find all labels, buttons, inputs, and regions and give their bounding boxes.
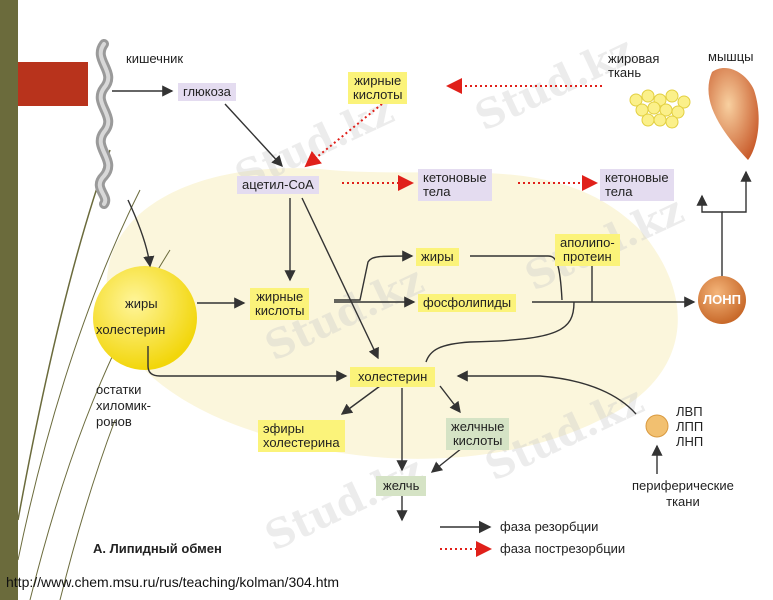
fat-droplet-ball bbox=[93, 266, 197, 370]
cholesterol-esters-line1: эфиры bbox=[263, 421, 305, 436]
ball-cholesterol-label: холестерин bbox=[96, 322, 166, 337]
vldl-ball bbox=[698, 276, 746, 324]
source-url[interactable]: http://www.chem.msu.ru/rus/teaching/kolm… bbox=[6, 574, 340, 590]
chylomicron-line2: хиломик- bbox=[96, 398, 151, 413]
fatty-acids-top-line1: жирные bbox=[354, 73, 402, 88]
slide-accent-tab bbox=[18, 62, 88, 106]
adipose-line2: ткань bbox=[608, 65, 642, 80]
adipose-tissue-icon bbox=[629, 89, 691, 129]
ketone-1-line1: кетоновые bbox=[423, 170, 487, 185]
legend-postresorption-label: фаза пострезорбции bbox=[500, 541, 626, 556]
chylomicron-line3: ронов bbox=[96, 414, 132, 429]
lipoprotein-hdl: ЛВП bbox=[676, 404, 703, 419]
bile-acids-line1: желчные bbox=[451, 419, 505, 434]
fatty-acids-mid-node: жирные кислоты bbox=[250, 288, 310, 320]
fats-node: жиры bbox=[416, 248, 459, 266]
adipose-tissue-label: жировая ткань bbox=[608, 52, 659, 80]
cholesterol-esters-line2: холестерина bbox=[263, 435, 340, 450]
diagram-title: А. Липидный обмен bbox=[93, 541, 222, 556]
muscle-icon bbox=[708, 68, 759, 160]
fatty-acids-mid-line2: кислоты bbox=[255, 303, 305, 318]
slide-side-bar bbox=[0, 0, 18, 600]
vldl-label: ЛОНП bbox=[703, 292, 741, 307]
ketone-bodies-node-2: кетоновые тела bbox=[600, 169, 674, 201]
bile-acids-line2: кислоты bbox=[452, 433, 503, 448]
apolipoprotein-line2: протеин bbox=[562, 249, 612, 264]
glucose-node: глюкоза bbox=[178, 83, 236, 101]
ketone-2-line1: кетоновые bbox=[605, 170, 669, 185]
lipoprotein-ldl: ЛНП bbox=[676, 434, 704, 449]
ketone-bodies-node-1: кетоновые тела bbox=[418, 169, 492, 201]
apolipoprotein-line1: аполипо- bbox=[560, 235, 615, 250]
phospholipids-node: фосфолипиды bbox=[418, 294, 517, 312]
cholesterol-esters-node: эфиры холестерина bbox=[258, 420, 345, 452]
lipoproteins-label: ЛВП ЛПП ЛНП bbox=[676, 404, 703, 449]
bile-node: желчь bbox=[376, 476, 427, 496]
peripheral-line1: периферические bbox=[632, 478, 734, 493]
peripheral-tissues-label: периферические ткани bbox=[632, 478, 734, 510]
fatty-acids-top-node: жирные кислоты bbox=[348, 72, 408, 104]
muscle-label: мышцы bbox=[708, 49, 754, 64]
chylomicron-remnants-label: остатки хиломик- ронов bbox=[96, 382, 151, 430]
ketone-2-line2: тела bbox=[605, 184, 633, 199]
fatty-acids-mid-line1: жирные bbox=[256, 289, 304, 304]
ball-fats-label: жиры bbox=[125, 296, 158, 311]
fatty-acids-top-line2: кислоты bbox=[353, 87, 403, 102]
intestine-icon bbox=[94, 39, 114, 209]
bile-acids-node: желчные кислоты bbox=[446, 418, 510, 450]
lipoprotein-ball bbox=[645, 414, 669, 438]
ketone-1-line2: тела bbox=[423, 184, 451, 199]
lipoprotein-idl: ЛПП bbox=[676, 419, 704, 434]
cholesterol-node: холестерин bbox=[350, 367, 436, 387]
chylomicron-line1: остатки bbox=[96, 382, 142, 397]
peripheral-line2: ткани bbox=[666, 494, 700, 509]
apolipoprotein-node: аполипо- протеин bbox=[555, 234, 620, 266]
acetyl-coa-node: ацетил-СоА bbox=[237, 176, 319, 194]
intestine-label: кишечник bbox=[126, 51, 184, 66]
adipose-line1: жировая bbox=[608, 51, 660, 66]
legend-resorption-label: фаза резорбции bbox=[500, 519, 599, 534]
